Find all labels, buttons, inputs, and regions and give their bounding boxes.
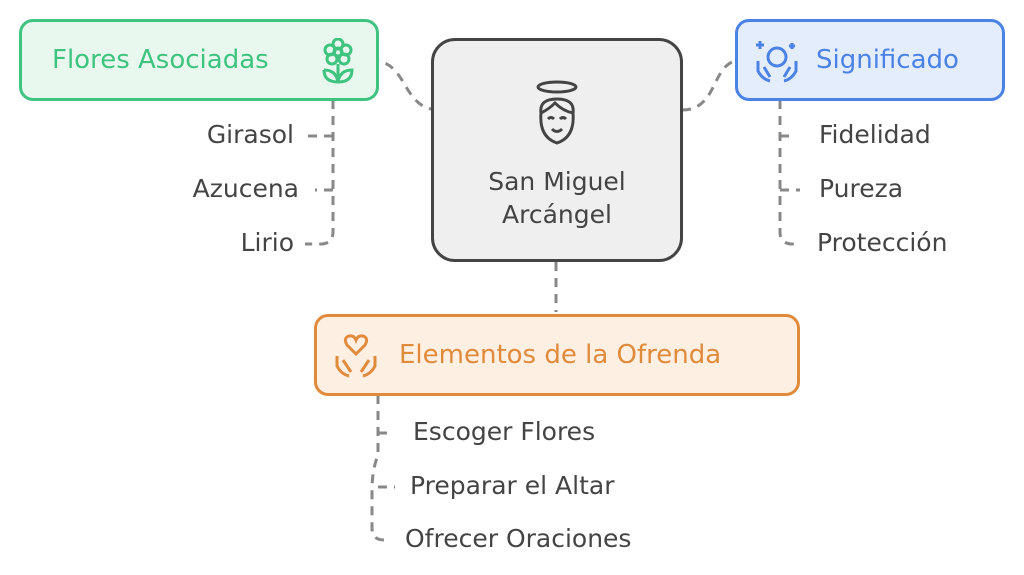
angel-icon (536, 80, 578, 145)
heart-hands-icon (335, 334, 377, 378)
elementos-title: Elementos de la Ofrenda (399, 340, 722, 370)
elementos-item: Escoger Flores (413, 417, 596, 446)
flores-item: Lirio (240, 228, 294, 257)
flower-icon (322, 38, 354, 84)
flores-node[interactable]: Flores Asociadas (19, 19, 379, 101)
center-node: San Miguel Arcángel (431, 38, 683, 262)
elementos-item: Preparar el Altar (410, 471, 615, 500)
significado-node[interactable]: Significado (735, 19, 1005, 101)
hands-orb-icon (756, 41, 798, 83)
flores-item: Girasol (206, 120, 294, 149)
significado-item: Pureza (819, 174, 904, 203)
elementos-item: Ofrecer Oraciones (405, 524, 632, 553)
flores-title: Flores Asociadas (52, 45, 269, 75)
significado-item: Fidelidad (819, 120, 931, 149)
flores-item: Azucena (192, 174, 299, 203)
center-title-line2: Arcángel (502, 200, 612, 229)
significado-title: Significado (816, 45, 959, 75)
elementos-node[interactable]: Elementos de la Ofrenda (314, 314, 800, 396)
significado-item: Protección (817, 228, 948, 257)
center-title-line1: San Miguel (488, 167, 626, 196)
